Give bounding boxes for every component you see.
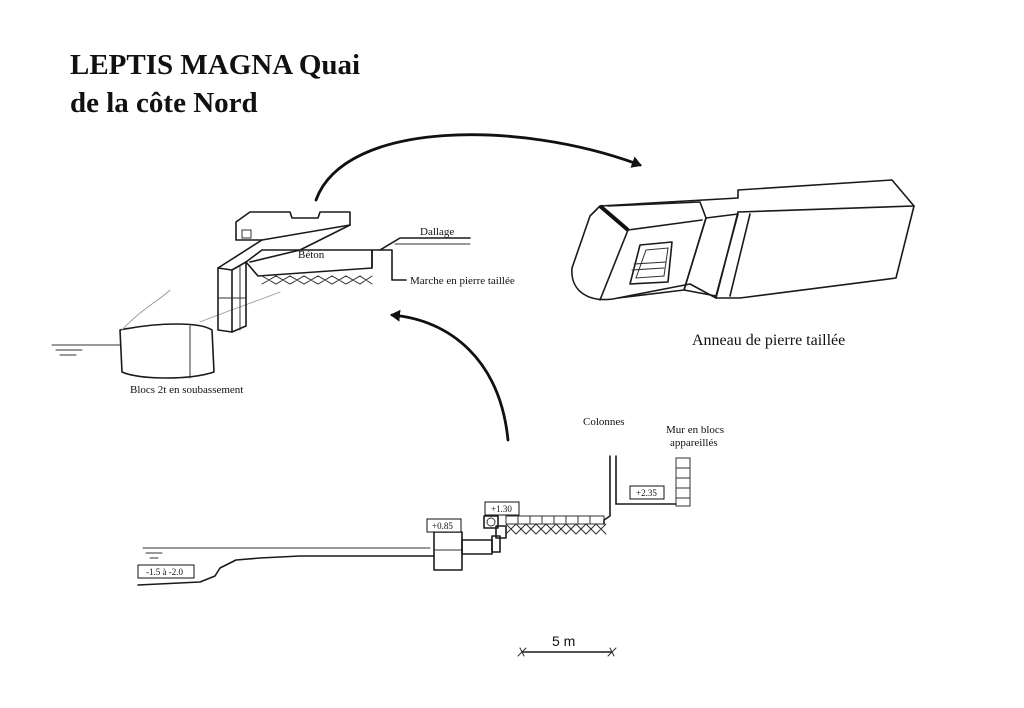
quay-pillar: [217, 267, 233, 333]
mooring-ring-section: [486, 517, 496, 527]
label-mur-line2: appareillés: [670, 437, 718, 449]
masonry-wall: [675, 457, 691, 507]
ring-hole: [629, 241, 673, 285]
curved-arrow-to-ring: [314, 133, 642, 202]
label-marche: Marche en pierre taillée: [410, 275, 515, 287]
title-line-1: LEPTIS MAGNA Quai: [70, 49, 361, 81]
elevation-marker-2: +0.85: [426, 518, 462, 533]
label-blocs: Blocs 2t en soubassement: [130, 384, 243, 396]
title-line-2: de la côte Nord: [70, 87, 258, 119]
svg-text:+0.85: +0.85: [432, 521, 453, 531]
quay-perspective-detail: [51, 211, 471, 379]
seabed-profile: [137, 555, 435, 586]
cut-stone-step: [371, 249, 407, 281]
label-beton: Béton: [298, 249, 325, 261]
svg-text:-1.5 à -2.0: -1.5 à -2.0: [146, 567, 183, 577]
quay-cross-section: [137, 455, 691, 586]
label-anneau: Anneau de pierre taillée: [692, 332, 845, 349]
scale-label: 5 m: [552, 633, 575, 649]
elevation-marker-1: -1.5 à -2.0: [137, 564, 195, 579]
paving-blocks-row: [505, 515, 605, 525]
stone-ring-illustration: [571, 179, 915, 301]
base-blocks: [119, 323, 215, 379]
paving: [379, 237, 471, 251]
svg-text:+2.35: +2.35: [636, 488, 657, 498]
quay-upper-slab: [235, 211, 351, 241]
water-level-symbol-upper: [51, 344, 121, 356]
drawing-title: LEPTIS MAGNA Quai de la côte Nord: [70, 46, 360, 122]
elevation-marker-3: +1.30: [484, 501, 520, 516]
label-mur-line1: Mur en blocs: [666, 424, 724, 436]
label-dallage: Dallage: [420, 226, 454, 238]
water-level-symbol-lower: [142, 547, 431, 559]
columns: [603, 455, 611, 525]
elevation-marker-4: +2.35: [629, 485, 665, 500]
label-colonnes: Colonnes: [583, 416, 625, 428]
concrete-hatching: [261, 275, 373, 285]
svg-text:+1.30: +1.30: [491, 504, 512, 514]
curved-arrow-to-detail: [390, 309, 510, 442]
fill-hatching: [505, 523, 607, 535]
scale-bar: 5 m: [517, 633, 617, 657]
